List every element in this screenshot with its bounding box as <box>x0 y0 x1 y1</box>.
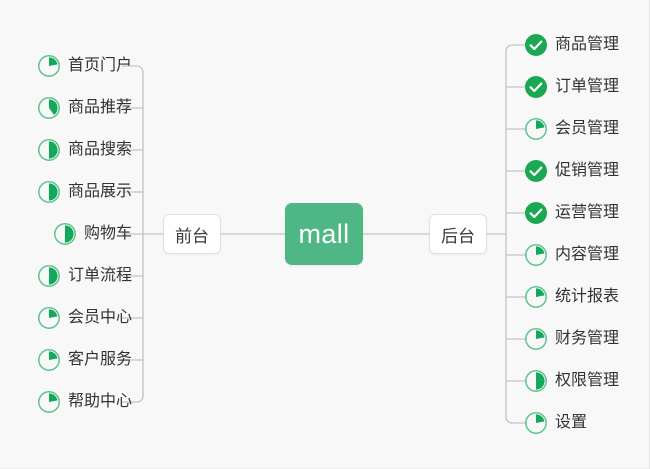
leaf-node[interactable]: 会员管理 <box>524 115 619 143</box>
pie-progress-icon <box>38 97 60 119</box>
pie-progress-icon <box>38 265 60 287</box>
leaf-node-label: 权限管理 <box>555 372 620 389</box>
pie-progress-icon <box>525 370 547 392</box>
pie-progress-icon <box>525 118 547 140</box>
leaf-node[interactable]: 商品展示 <box>37 178 132 206</box>
leaf-node[interactable]: 商品搜索 <box>37 136 132 164</box>
leaf-node[interactable]: 会员中心 <box>37 304 132 332</box>
leaf-node-label: 商品展示 <box>67 183 132 200</box>
leaf-node-label: 内容管理 <box>555 246 620 263</box>
check-circle-icon <box>525 34 547 56</box>
pie-progress-icon <box>525 244 547 266</box>
center-node-label: mall <box>298 218 350 249</box>
leaf-node-label: 设置 <box>555 414 588 431</box>
branch-node-back[interactable]: 后台 <box>429 214 487 254</box>
pie-progress-icon <box>38 307 60 329</box>
leaf-node[interactable]: 订单流程 <box>37 262 132 290</box>
leaf-node[interactable]: 运营管理 <box>524 199 619 227</box>
pie-progress-icon <box>54 223 76 245</box>
leaf-node-label: 统计报表 <box>555 288 620 305</box>
leaf-node[interactable]: 商品推荐 <box>37 94 132 122</box>
pie-progress-icon <box>38 349 60 371</box>
leaf-node[interactable]: 帮助中心 <box>37 388 132 416</box>
check-circle-icon <box>525 76 547 98</box>
pie-progress-icon <box>38 181 60 203</box>
leaf-node-label: 商品管理 <box>555 36 620 53</box>
branch-node-back-label: 后台 <box>441 226 475 246</box>
branch-node-front-label: 前台 <box>175 226 209 246</box>
leaf-node-label: 订单管理 <box>555 78 620 95</box>
leaf-node-label: 商品推荐 <box>67 99 132 116</box>
leaf-node[interactable]: 客户服务 <box>37 346 132 374</box>
branch-node-front[interactable]: 前台 <box>163 214 221 254</box>
pie-progress-icon <box>38 391 60 413</box>
leaf-node-label: 商品搜索 <box>67 141 132 158</box>
pie-progress-icon <box>525 328 547 350</box>
leaf-node-label: 订单流程 <box>67 267 132 284</box>
pie-progress-icon <box>38 55 60 77</box>
pie-progress-icon <box>38 139 60 161</box>
leaf-node[interactable]: 财务管理 <box>524 325 619 353</box>
pie-progress-icon <box>525 286 547 308</box>
center-node-mall[interactable]: mall <box>285 203 363 265</box>
leaf-node-label: 帮助中心 <box>67 393 132 410</box>
leaf-node[interactable]: 购物车 <box>53 220 132 248</box>
leaf-node[interactable]: 首页门户 <box>37 52 132 80</box>
leaf-node[interactable]: 统计报表 <box>524 283 619 311</box>
leaf-node[interactable]: 订单管理 <box>524 73 619 101</box>
pie-progress-icon <box>525 412 547 434</box>
leaf-node-label: 客户服务 <box>67 351 132 368</box>
leaf-node-label: 促销管理 <box>555 162 620 179</box>
leaf-node-label: 首页门户 <box>67 57 132 74</box>
check-circle-icon <box>525 202 547 224</box>
leaf-node[interactable]: 商品管理 <box>524 31 619 59</box>
leaf-node-label: 会员管理 <box>555 120 620 137</box>
leaf-node-label: 会员中心 <box>67 309 132 326</box>
leaf-node[interactable]: 促销管理 <box>524 157 619 185</box>
leaf-node-label: 运营管理 <box>555 204 620 221</box>
leaf-node[interactable]: 权限管理 <box>524 367 619 395</box>
leaf-node-label: 购物车 <box>83 225 132 242</box>
leaf-node[interactable]: 内容管理 <box>524 241 619 269</box>
leaf-node-label: 财务管理 <box>555 330 620 347</box>
leaf-node[interactable]: 设置 <box>524 409 587 437</box>
check-circle-icon <box>525 160 547 182</box>
